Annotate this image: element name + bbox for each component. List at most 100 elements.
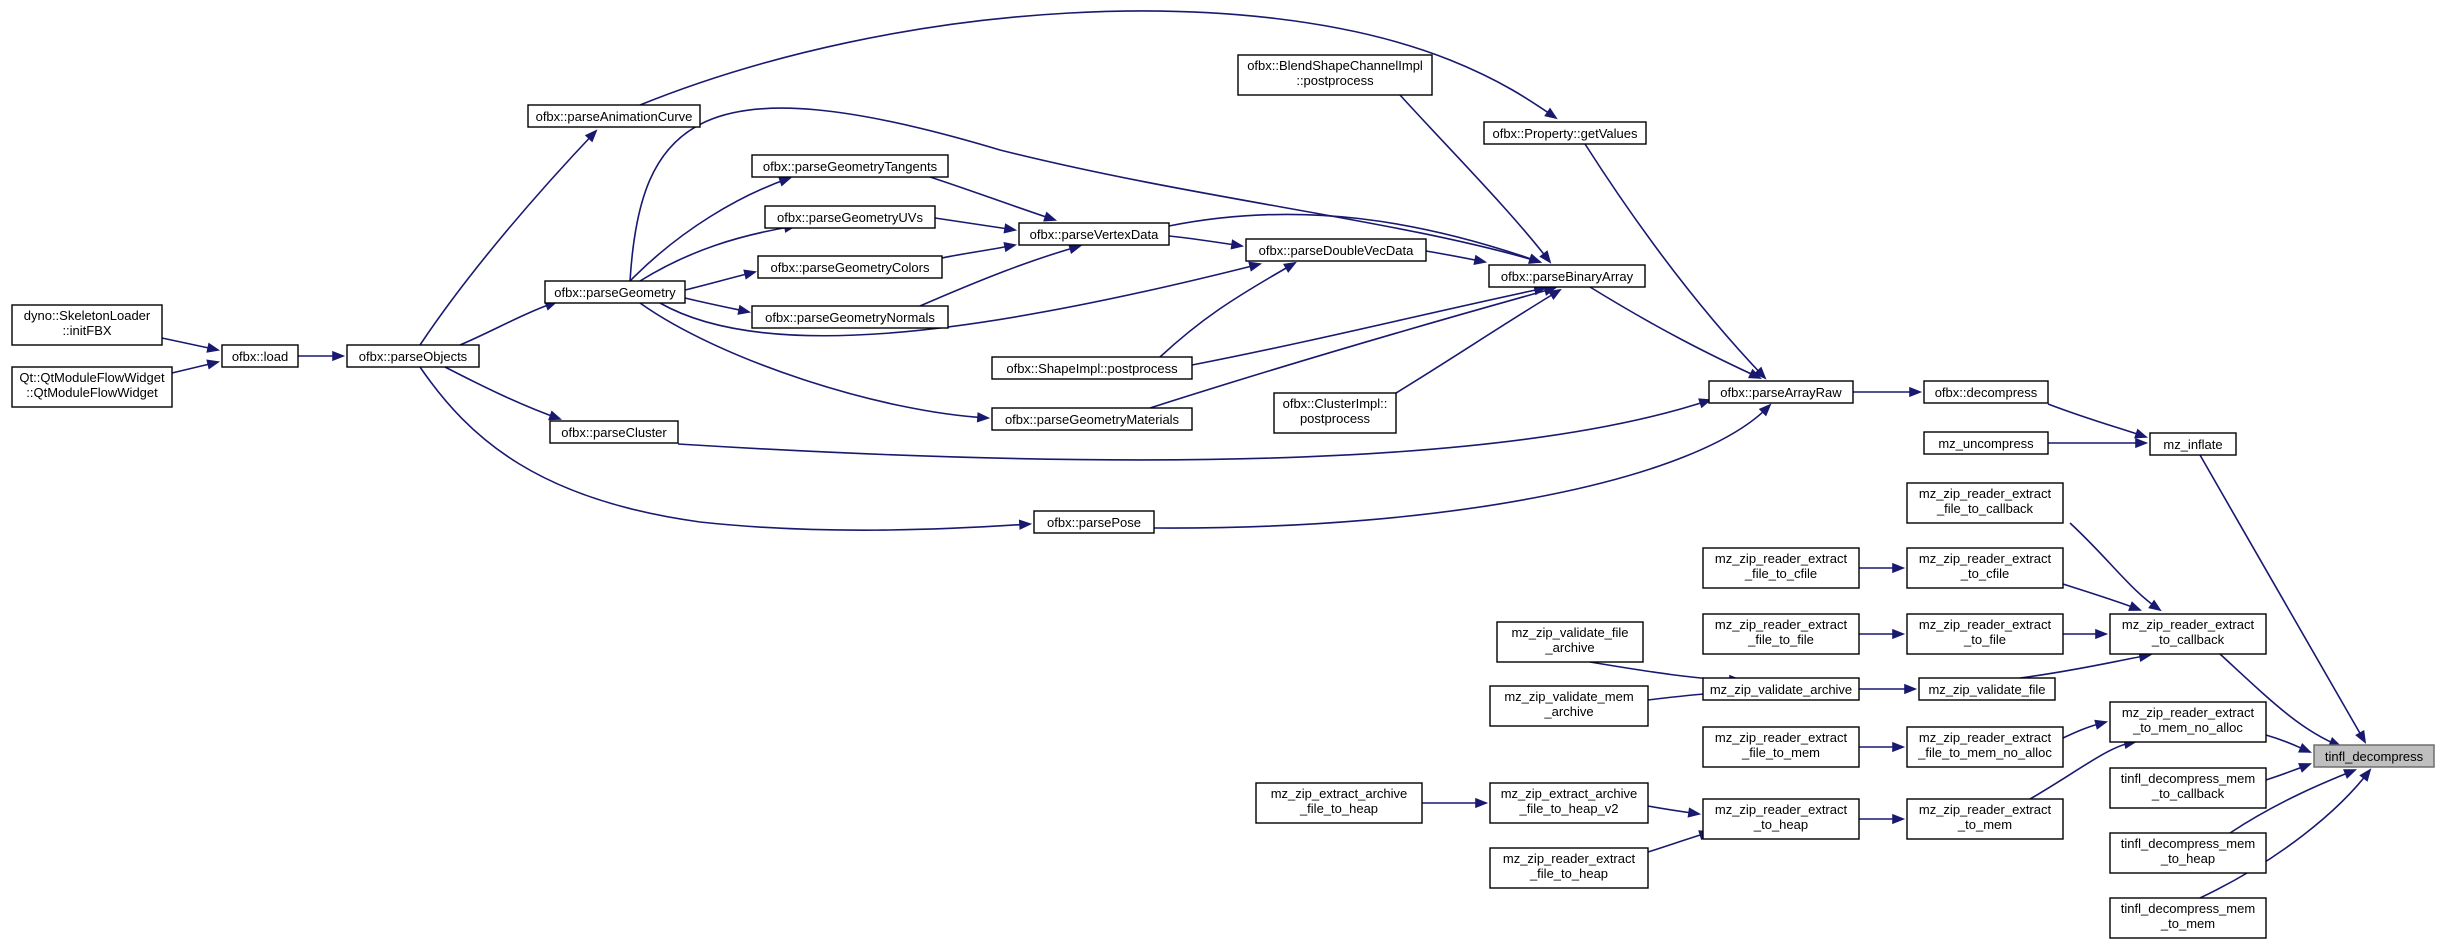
node-dm_cb[interactable]: tinfl_decompress_mem_to_callback (2109, 767, 2267, 809)
node-parsegeometry[interactable]: ofbx::parseGeometry (544, 280, 686, 304)
edge-parsegeometry-to-doublevecdata (659, 261, 1263, 337)
node-getvalues[interactable]: ofbx::Property::getValues (1483, 121, 1647, 145)
edge-line (929, 176, 1056, 221)
node-e_file_cfile[interactable]: mz_zip_reader_extract_file_to_cfile (1702, 547, 1860, 589)
node-box (1923, 380, 2049, 404)
node-inflate[interactable]: mz_inflate (2149, 432, 2237, 456)
node-label: ofbx::parseObjects (359, 349, 468, 364)
node-label: _to_mem_no_alloc (2132, 720, 2243, 735)
node-shapeimpl[interactable]: ofbx::ShapeImpl::postprocess (991, 356, 1193, 380)
edge-line (444, 366, 561, 420)
node-box (1033, 510, 1155, 534)
node-doublevecdata[interactable]: ofbx::parseDoubleVecData (1245, 238, 1427, 262)
node-v_archive[interactable]: mz_zip_validate_archive (1702, 677, 1860, 701)
node-e_to_file[interactable]: mz_zip_reader_extract_to_file (1906, 613, 2064, 655)
node-label: mz_zip_extract_archive (1501, 786, 1638, 801)
node-blendshape[interactable]: ofbx::BlendShapeChannelImpl::postprocess (1237, 54, 1433, 96)
node-box (1702, 613, 1860, 655)
node-dm_mem[interactable]: tinfl_decompress_mem_to_mem (2109, 897, 2267, 939)
node-box (527, 104, 701, 128)
node-label: _to_callback (2151, 632, 2225, 647)
node-v_file_archive[interactable]: mz_zip_validate_file_archive (1496, 621, 1644, 663)
arrowhead (2095, 628, 2109, 640)
node-binaryarray[interactable]: ofbx::parseBinaryArray (1488, 264, 1646, 288)
node-v_mem_archive[interactable]: mz_zip_validate_mem_archive (1489, 685, 1649, 727)
arrowhead (1892, 628, 1906, 640)
edge-line (2019, 654, 2151, 679)
arrowhead (1698, 398, 1713, 409)
node-e_to_cb[interactable]: mz_zip_reader_extract_to_callback (2109, 613, 2267, 655)
edge-parsepose-to-arrayraw (1153, 403, 1772, 529)
node-e_to_cfile[interactable]: mz_zip_reader_extract_to_cfile (1906, 547, 2064, 589)
node-geommaterials[interactable]: ofbx::parseGeometryMaterials (991, 407, 1193, 431)
node-parseanimcurve[interactable]: ofbx::parseAnimationCurve (527, 104, 701, 128)
node-box (2109, 897, 2267, 939)
node-arrayraw[interactable]: ofbx::parseArrayRaw (1708, 380, 1854, 404)
edge-line (459, 301, 557, 346)
node-box (757, 255, 943, 279)
node-dm_heap[interactable]: tinfl_decompress_mem_to_heap (2109, 832, 2267, 874)
node-geomtangents[interactable]: ofbx::parseGeometryTangents (751, 154, 949, 178)
node-vertexdata[interactable]: ofbx::parseVertexData (1018, 222, 1170, 246)
node-box (11, 304, 163, 346)
edge-line (1149, 287, 1556, 409)
node-x_arch_heap_v2[interactable]: mz_zip_extract_archive_file_to_heap_v2 (1489, 782, 1649, 824)
node-box (1702, 677, 1860, 701)
node-e_file_heap[interactable]: mz_zip_reader_extract_file_to_heap (1489, 847, 1649, 889)
arrowhead (2134, 428, 2149, 439)
node-box (1496, 621, 1644, 663)
node-load[interactable]: ofbx::load (221, 344, 299, 368)
arrowhead (1248, 261, 1263, 272)
node-e_to_heap[interactable]: mz_zip_reader_extract_to_heap (1702, 798, 1860, 840)
edge-line (684, 271, 756, 291)
arrowhead (206, 342, 221, 353)
edge-v_archive-to-v_file (1859, 683, 1918, 695)
node-e_to_mem[interactable]: mz_zip_reader_extract_to_mem (1906, 798, 2064, 840)
edge-line (1395, 289, 1561, 394)
node-label: mz_zip_validate_mem (1504, 689, 1633, 704)
node-clusterimpl[interactable]: ofbx::ClusterImpl::postprocess (1273, 392, 1397, 434)
edge-line (2069, 522, 2161, 611)
edge-line (677, 399, 1711, 461)
node-geomnormals[interactable]: ofbx::parseGeometryNormals (751, 305, 949, 329)
node-box (991, 356, 1193, 380)
node-tinfl[interactable]: tinfl_decompress (2313, 744, 2435, 768)
node-geomcolors[interactable]: ofbx::parseGeometryColors (757, 255, 943, 279)
edge-line (419, 130, 597, 346)
edge-e_file_heap-to-e_to_heap (1647, 830, 1713, 853)
edge-geomcolors-to-vertexdata (941, 241, 1018, 259)
edge-line (419, 366, 1031, 531)
node-geomuvs[interactable]: ofbx::parseGeometryUVs (764, 205, 936, 229)
edge-line (2219, 653, 2341, 747)
node-box (11, 366, 173, 408)
node-x_arch_heap[interactable]: mz_zip_extract_archive_file_to_heap (1255, 782, 1423, 824)
edge-e_file_file-to-e_to_file (1859, 628, 1906, 640)
node-e_file_file[interactable]: mz_zip_reader_extract_file_to_file (1702, 613, 1860, 655)
node-parsepose[interactable]: ofbx::parsePose (1033, 510, 1155, 534)
node-label: ::initFBX (62, 323, 111, 338)
node-v_file[interactable]: mz_zip_validate_file (1918, 677, 2056, 701)
edge-ofbxdecompress-to-inflate (2047, 403, 2149, 439)
node-qtmodule[interactable]: Qt::QtModuleFlowWidget::QtModuleFlowWidg… (11, 366, 173, 408)
node-e_file_mem[interactable]: mz_zip_reader_extract_file_to_mem (1702, 726, 1860, 768)
node-box (1237, 54, 1433, 96)
edge-doublevecdata-to-binaryarray (1425, 250, 1488, 265)
edge-geommaterials-to-binaryarray (1149, 285, 1558, 409)
edge-e_file_cfile-to-e_to_cfile (1859, 562, 1906, 574)
node-uncompress[interactable]: mz_uncompress (1923, 431, 2049, 455)
node-label: ofbx::parseArrayRaw (1720, 385, 1842, 400)
node-box (2313, 744, 2435, 768)
arrowhead (2343, 769, 2357, 779)
arrowhead (2094, 719, 2109, 730)
node-parseobjects[interactable]: ofbx::parseObjects (346, 344, 480, 368)
node-label: _to_mem (2160, 916, 2215, 931)
node-e_mem_na[interactable]: mz_zip_reader_extract_to_mem_no_alloc (2109, 701, 2267, 743)
node-e_file_cb[interactable]: mz_zip_reader_extract_file_to_callback (1906, 482, 2064, 524)
node-ofbxdecompress[interactable]: ofbx::decompress (1923, 380, 2049, 404)
node-e_file_mem_na[interactable]: mz_zip_reader_extract_file_to_mem_no_all… (1906, 726, 2064, 768)
node-box (1918, 677, 2056, 701)
edge-parsegeometry-to-geomnormals (684, 297, 752, 315)
node-skeletonloader[interactable]: dyno::SkeletonLoader::initFBX (11, 304, 163, 346)
node-parsecluster[interactable]: ofbx::parseCluster (549, 420, 679, 444)
edge-v_file-to-e_to_cb (2019, 651, 2153, 679)
